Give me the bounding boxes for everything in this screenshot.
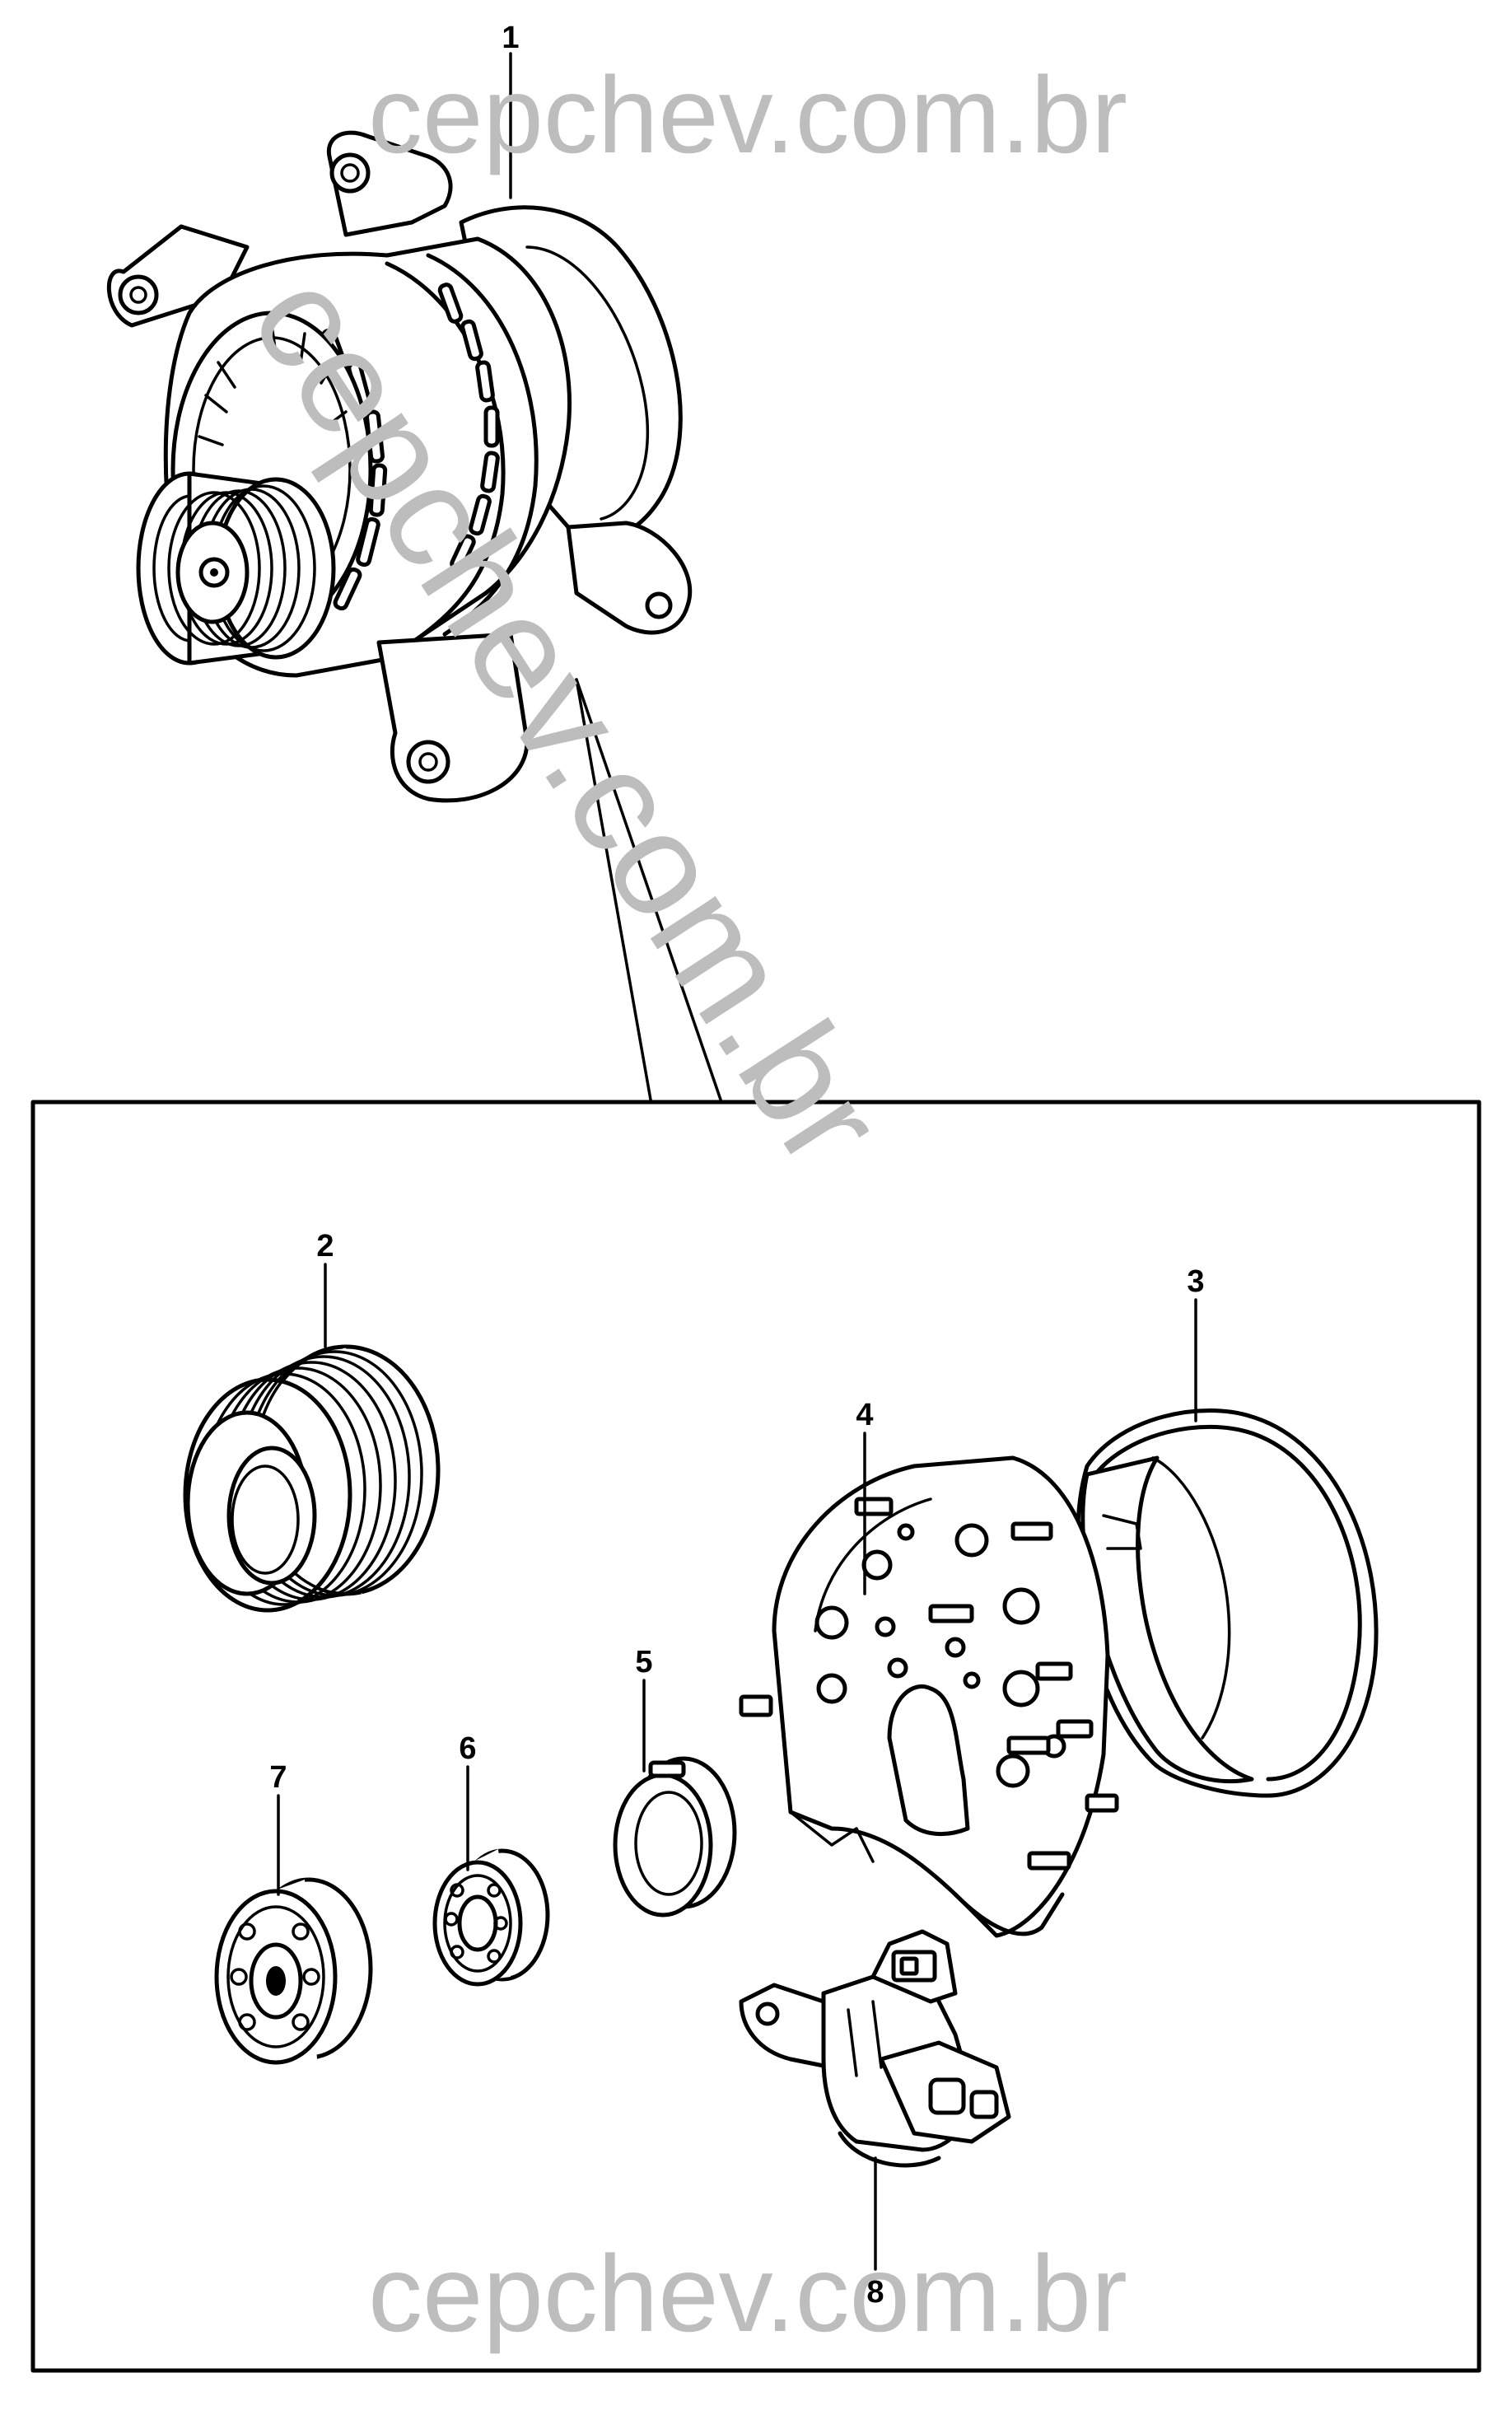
brush-holder-drawing [739, 1929, 1011, 2168]
watermark-top: cepchev.com.br [368, 54, 1127, 175]
rectifier-tabs [739, 1497, 1119, 1871]
rectifier-plate-drawing [739, 1455, 1119, 1938]
part-label-6: 6 [459, 1731, 476, 1766]
part-label-1: 1 [502, 21, 519, 55]
rear-cover-drawing [1076, 1408, 1379, 1798]
part-label-2: 2 [316, 1229, 334, 1264]
rectifier-holes [814, 1523, 1066, 1788]
rear-bearing-balls [444, 1883, 508, 1964]
callout-leaders [277, 52, 1197, 2271]
pulley-drawing [183, 1344, 441, 1613]
front-bearing-drawing [214, 1877, 373, 2065]
rear-bearing-drawing [432, 1848, 550, 1987]
alternator-assembly-drawing [106, 130, 693, 803]
part-label-3: 3 [1187, 1264, 1204, 1299]
bearing-sleeve-drawing [613, 1756, 737, 1918]
callout-line-left [575, 678, 652, 1101]
part-label-8: 8 [866, 2275, 884, 2310]
front-bearing-balls [230, 1922, 320, 2031]
part-label-5: 5 [635, 1645, 652, 1679]
exploded-view-frame [30, 1100, 1482, 2373]
callout-line-right [575, 678, 722, 1101]
watermark-bottom: cepchev.com.br [368, 2233, 1127, 2354]
part-label-4: 4 [856, 1398, 873, 1432]
part-label-7: 7 [269, 1760, 287, 1795]
